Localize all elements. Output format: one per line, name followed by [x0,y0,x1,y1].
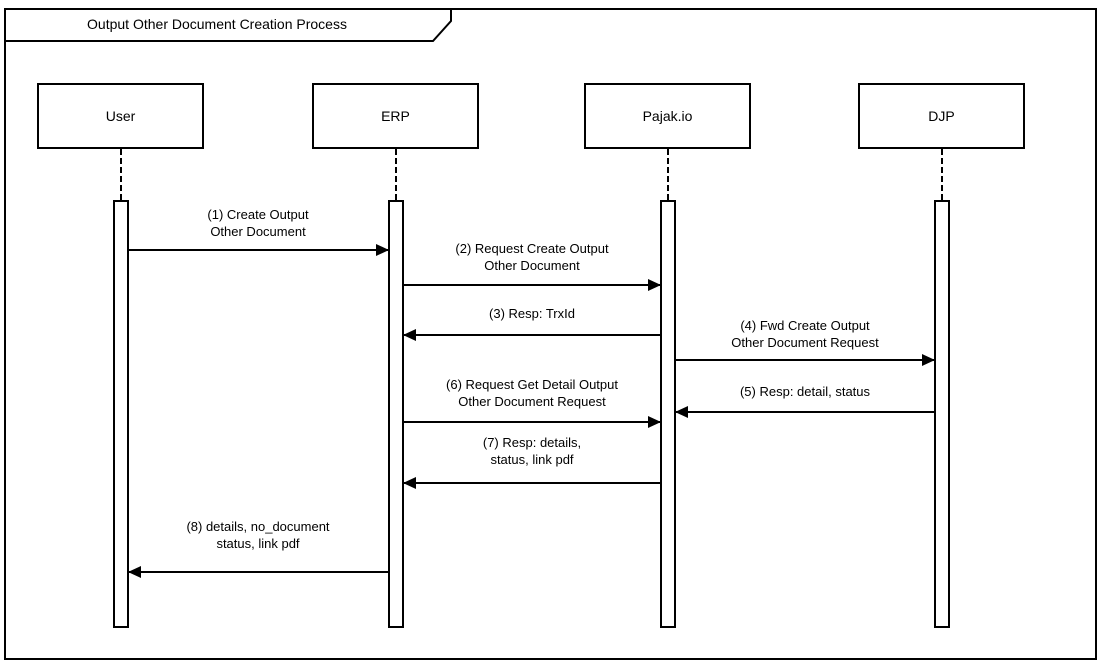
arrowhead-left-icon [403,329,416,341]
actor-label-user: User [105,108,136,124]
arrowhead-left-icon [675,406,688,418]
message-3-arrow [403,329,660,341]
message-7-arrow [403,477,660,489]
message-4-arrow [676,354,935,366]
actor-box-erp: ERP [312,83,479,149]
frame-title-tab [4,8,452,42]
actor-box-user: User [37,83,204,149]
arrowhead-right-icon [922,354,935,366]
message-8-arrow [128,566,388,578]
arrowhead-right-icon [376,244,389,256]
lifeline-pajakio [667,149,669,200]
activation-bar-user [113,200,129,628]
message-3-label: (3) Resp: TrxId [489,306,575,321]
actor-label-erp: ERP [381,108,410,124]
lifeline-user [120,149,122,200]
message-4-label: (4) Fwd Create Output Other Document Req… [731,318,879,350]
message-1-arrow [129,244,389,256]
actor-label-pajakio: Pajak.io [642,108,693,124]
message-8-label: (8) details, no_document status, link pd… [186,519,330,551]
message-5-label: (5) Resp: detail, status [739,384,871,399]
actor-box-djp: DJP [858,83,1025,149]
actor-label-djp: DJP [928,108,955,124]
message-6-label: (6) Request Get Detail Output Other Docu… [446,377,618,409]
diagram-title: Output Other Document Creation Process [87,16,347,32]
lifeline-djp [941,149,943,200]
activation-bar-djp [934,200,950,628]
arrowhead-right-icon [648,416,661,428]
message-1-label: (1) Create Output Other Document [207,207,309,239]
lifeline-erp [395,149,397,200]
activation-bar-pajakio [660,200,676,628]
arrowhead-left-icon [403,477,416,489]
arrowhead-left-icon [128,566,141,578]
message-2-label: (2) Request Create Output Other Document [455,241,609,273]
arrowhead-right-icon [648,279,661,291]
actor-box-pajakio: Pajak.io [584,83,751,149]
message-5-arrow [675,406,934,418]
message-6-arrow [404,416,661,428]
activation-bar-erp [388,200,404,628]
message-2-arrow [404,279,661,291]
message-7-label: (7) Resp: details, status, link pdf [482,435,582,467]
